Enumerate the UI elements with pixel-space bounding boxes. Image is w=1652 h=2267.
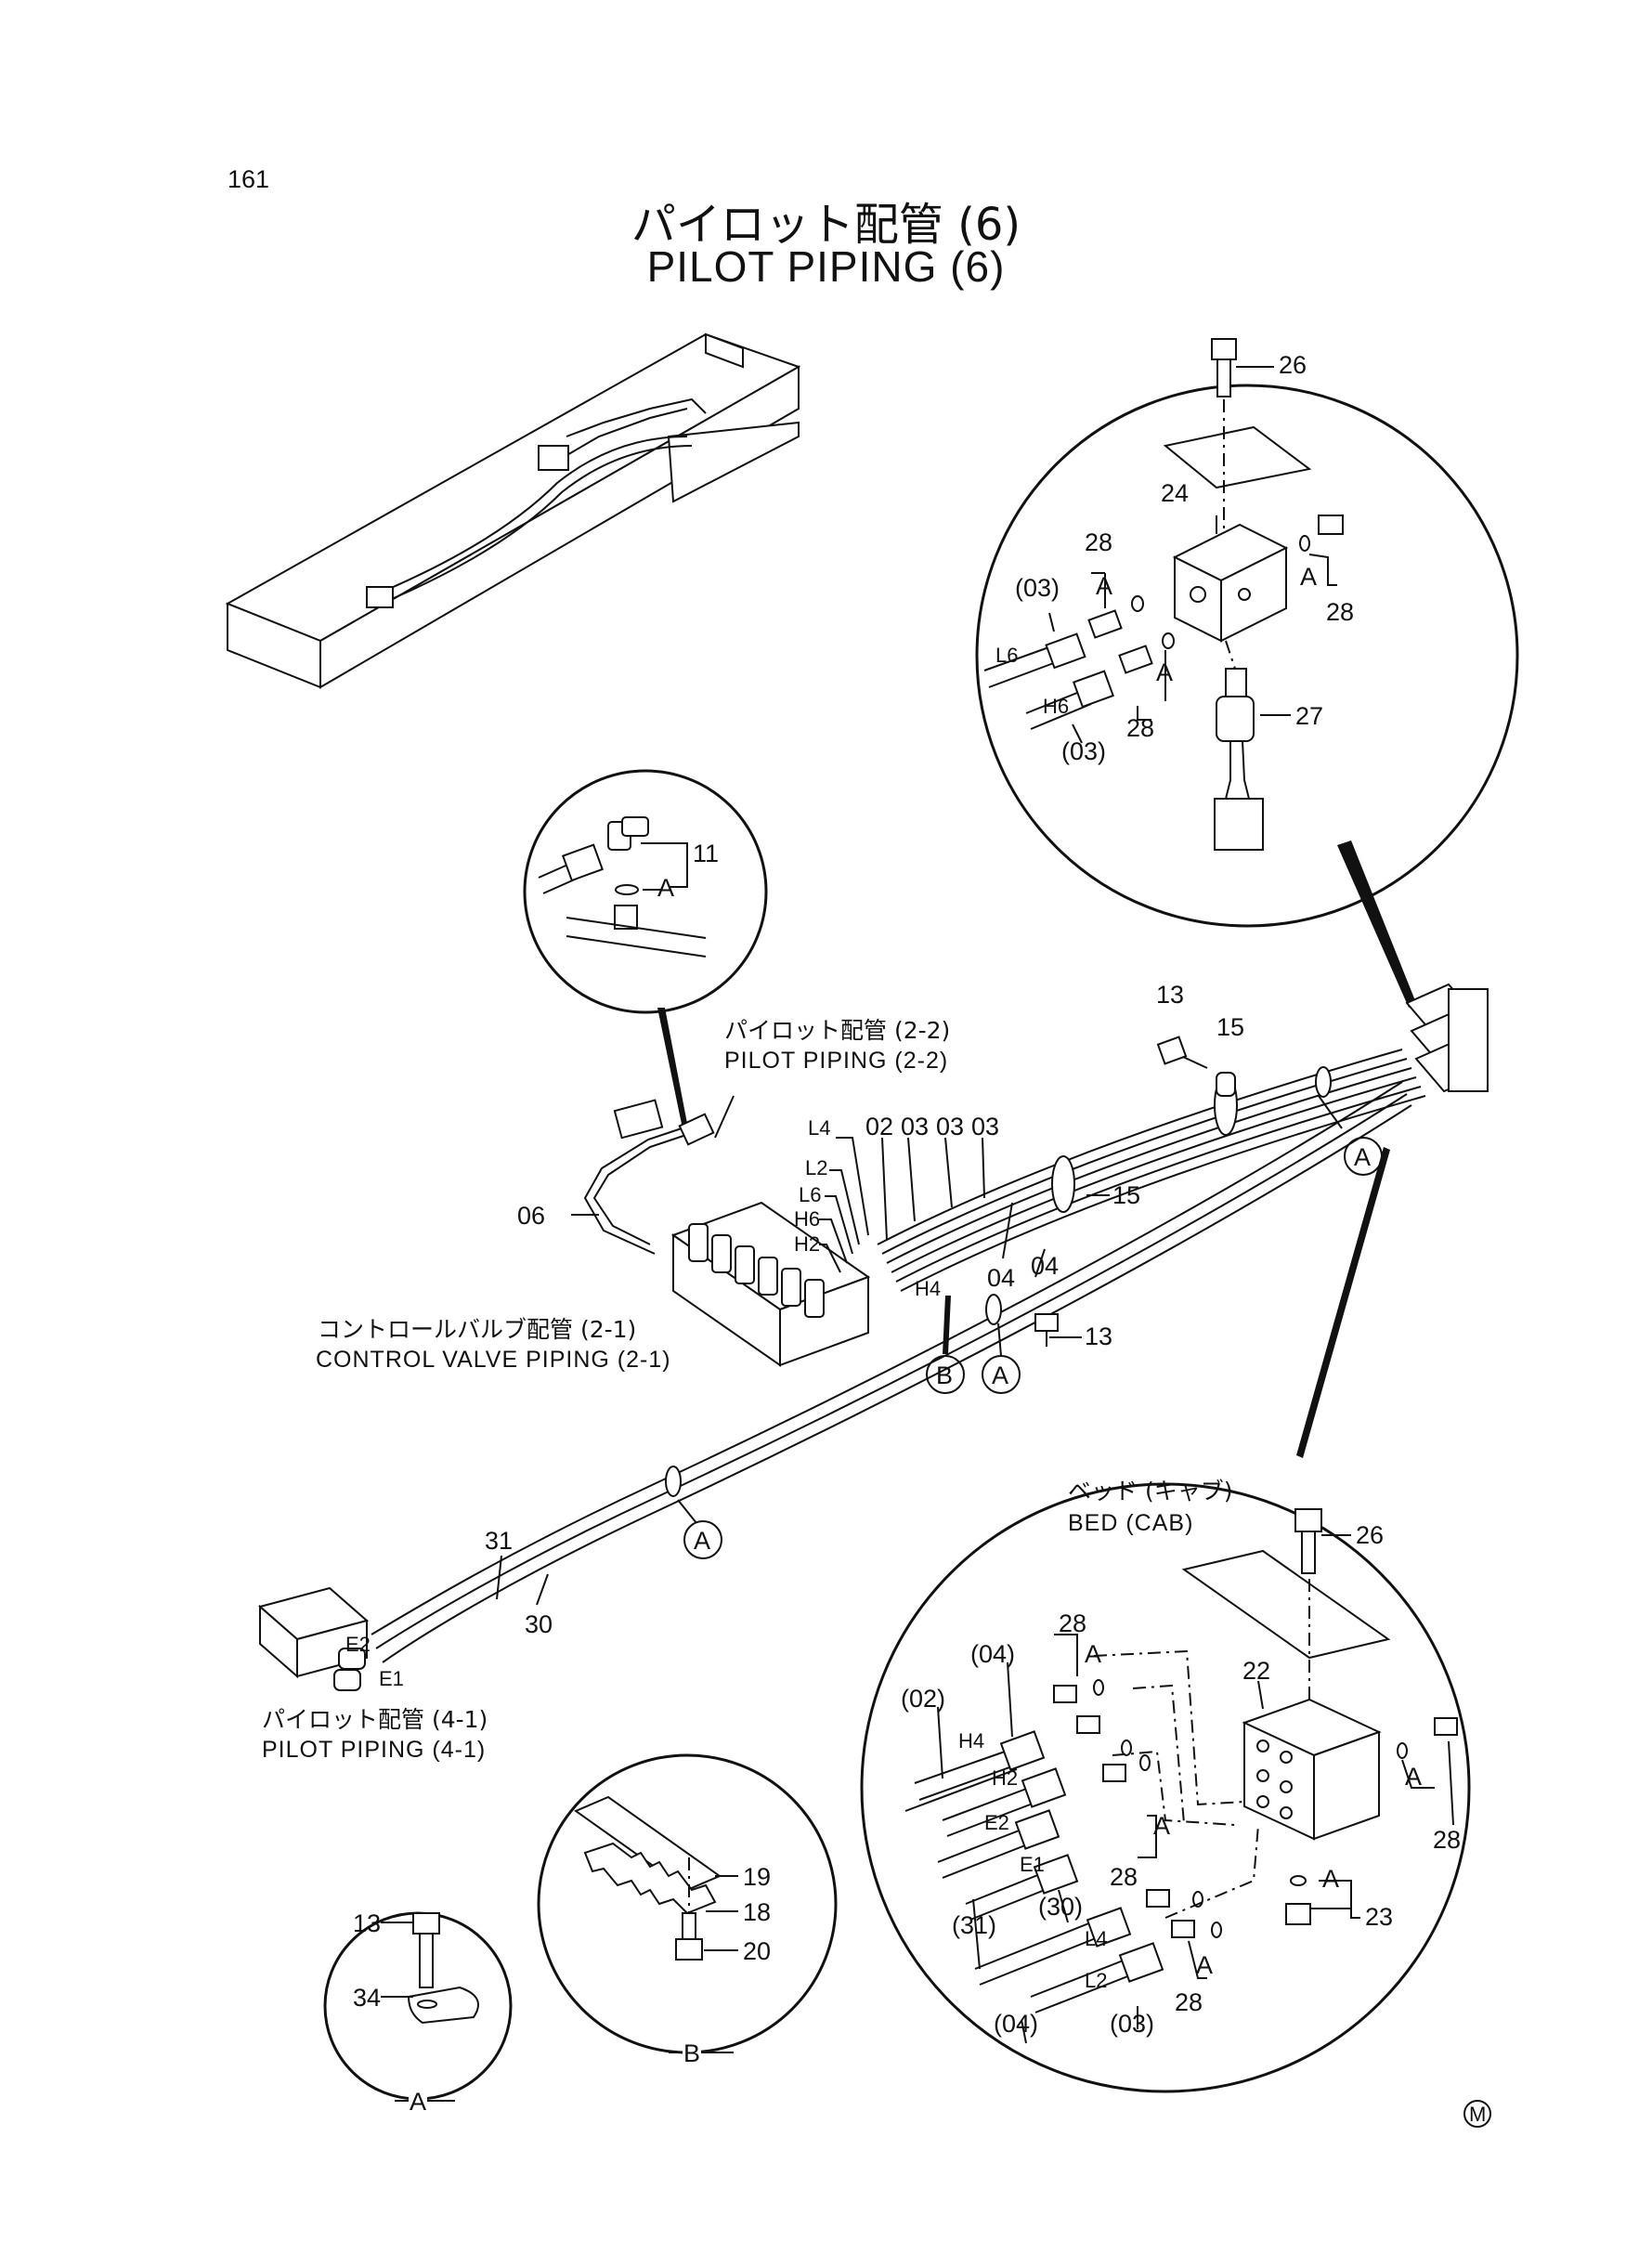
- callout-a: A: [1096, 572, 1112, 600]
- callout-h2: H2: [992, 1766, 1018, 1790]
- callout-e1: E1: [1020, 1853, 1045, 1876]
- callout-03: (03): [1015, 574, 1060, 602]
- callout-02: 02: [865, 1113, 893, 1140]
- caption-pilot-piping-2-2: PILOT PIPING (2-2): [724, 1048, 948, 1074]
- callout-e2: E2: [345, 1633, 371, 1656]
- callout-28: 28: [1110, 1863, 1138, 1891]
- callout-20: 20: [743, 1937, 771, 1965]
- callout-h6: H6: [1043, 695, 1069, 718]
- callout-31: (31): [952, 1911, 996, 1939]
- callout-34: 34: [353, 1984, 381, 2012]
- callout-a: A: [1322, 1865, 1339, 1893]
- callout-28: 28: [1433, 1826, 1461, 1854]
- callout-06: 06: [517, 1202, 545, 1230]
- detail-a-label: A: [410, 2088, 426, 2116]
- callout-24: 24: [1161, 479, 1189, 507]
- page-number: 161: [228, 165, 270, 193]
- callout-19: 19: [743, 1863, 771, 1891]
- caption-control-valve-piping: CONTROL VALVE PIPING (2-1): [316, 1347, 671, 1373]
- page-title-english: PILOT PIPING (6): [646, 242, 1006, 291]
- mark-m: M: [1469, 2103, 1486, 2126]
- callout-e2: E2: [984, 1811, 1009, 1834]
- callout-26: 26: [1279, 351, 1307, 379]
- callout-03: 03: [971, 1113, 999, 1140]
- callout-30: 30: [525, 1610, 553, 1638]
- callout-03: 03: [936, 1113, 964, 1140]
- callout-28: 28: [1126, 714, 1154, 742]
- callout-31: 31: [485, 1527, 513, 1555]
- callout-l2: L2: [805, 1156, 827, 1179]
- main-harness: 13 15 L4 02 03 03 03 L2 L6 H6 H2 15 06 0…: [257, 981, 1489, 1691]
- callout-22: 22: [1242, 1657, 1270, 1685]
- caption-pilot-piping-2-2-jp: パイロット配管 (2-2): [724, 1017, 950, 1044]
- callout-a: A: [1153, 1812, 1170, 1840]
- callout-30: (30): [1038, 1893, 1083, 1921]
- detail-circle-bottom: 26 28 A (04) 22 (02) H4 H2 E2 E1 A A 28 …: [860, 1147, 1471, 2093]
- detail-b: 19 18 20 B: [537, 1753, 838, 2067]
- page-title-japanese: パイロット配管 (6): [631, 199, 1021, 251]
- callout-a: A: [657, 874, 674, 902]
- callout-26: 26: [1356, 1521, 1384, 1549]
- callout-03: (03): [1061, 737, 1106, 765]
- callout-a: A: [1405, 1763, 1422, 1791]
- callout-02: (02): [901, 1685, 945, 1713]
- callout-a: A: [694, 1527, 710, 1555]
- detail-b-label: B: [683, 2039, 700, 2067]
- callout-a: A: [992, 1362, 1008, 1389]
- callout-04: 04: [1031, 1252, 1059, 1280]
- callout-15: 15: [1216, 1013, 1244, 1041]
- callout-h4: H4: [915, 1277, 941, 1300]
- callout-l2: L2: [1085, 1969, 1107, 1992]
- callout-18: 18: [743, 1898, 771, 1926]
- callout-13: 13: [1085, 1322, 1112, 1350]
- callout-l6: L6: [799, 1183, 821, 1206]
- caption-pilot-piping-4-1: PILOT PIPING (4-1): [262, 1737, 486, 1763]
- callout-l4: L4: [808, 1116, 830, 1140]
- callout-a: A: [1156, 658, 1173, 686]
- callout-23: 23: [1365, 1903, 1393, 1931]
- detail-circle-small: 11 A: [523, 769, 768, 1133]
- callout-a: A: [1085, 1640, 1101, 1668]
- callout-h2: H2: [794, 1232, 820, 1256]
- caption-bed-cab-jp: ベッド (キャブ): [1068, 1478, 1232, 1505]
- callout-13: 13: [353, 1909, 381, 1937]
- caption-pilot-piping-4-1-jp: パイロット配管 (4-1): [262, 1706, 488, 1733]
- callout-a: A: [1354, 1143, 1371, 1171]
- callout-h6: H6: [794, 1207, 820, 1231]
- caption-bed-cab: BED (CAB): [1068, 1510, 1193, 1536]
- manufacturer-mark: M: [1463, 2100, 1491, 2128]
- callout-a: A: [1300, 563, 1317, 591]
- caption-control-valve-piping-jp: コントロールバルブ配管 (2-1): [318, 1316, 636, 1343]
- callout-03: (03): [1110, 2010, 1154, 2038]
- callout-e1: E1: [379, 1667, 404, 1690]
- callout-28: 28: [1326, 598, 1354, 626]
- callout-28: 28: [1059, 1609, 1086, 1637]
- callout-h4: H4: [958, 1729, 984, 1752]
- callout-b: B: [936, 1362, 953, 1389]
- callout-13: 13: [1156, 981, 1184, 1009]
- callout-a: A: [1196, 1951, 1213, 1979]
- callout-28: 28: [1175, 1988, 1203, 2016]
- callout-11: 11: [693, 840, 719, 867]
- callout-27: 27: [1295, 702, 1323, 730]
- callout-03: 03: [901, 1113, 929, 1140]
- detail-a: 13 34 A: [323, 1909, 513, 2116]
- callout-28: 28: [1085, 528, 1112, 556]
- detail-circle-top: 26 24 28 (03) L6 A A 28 A H6 (03) 28 27: [975, 338, 1519, 1008]
- callout-04: 04: [987, 1264, 1015, 1292]
- callout-l6: L6: [995, 644, 1018, 667]
- callout-04: (04): [994, 2010, 1038, 2038]
- control-valve-spools: [688, 1223, 825, 1318]
- callout-l4: L4: [1085, 1927, 1107, 1950]
- cab-floor-overview: [225, 332, 801, 689]
- callout-15: 15: [1112, 1181, 1140, 1209]
- callout-04: (04): [970, 1640, 1015, 1668]
